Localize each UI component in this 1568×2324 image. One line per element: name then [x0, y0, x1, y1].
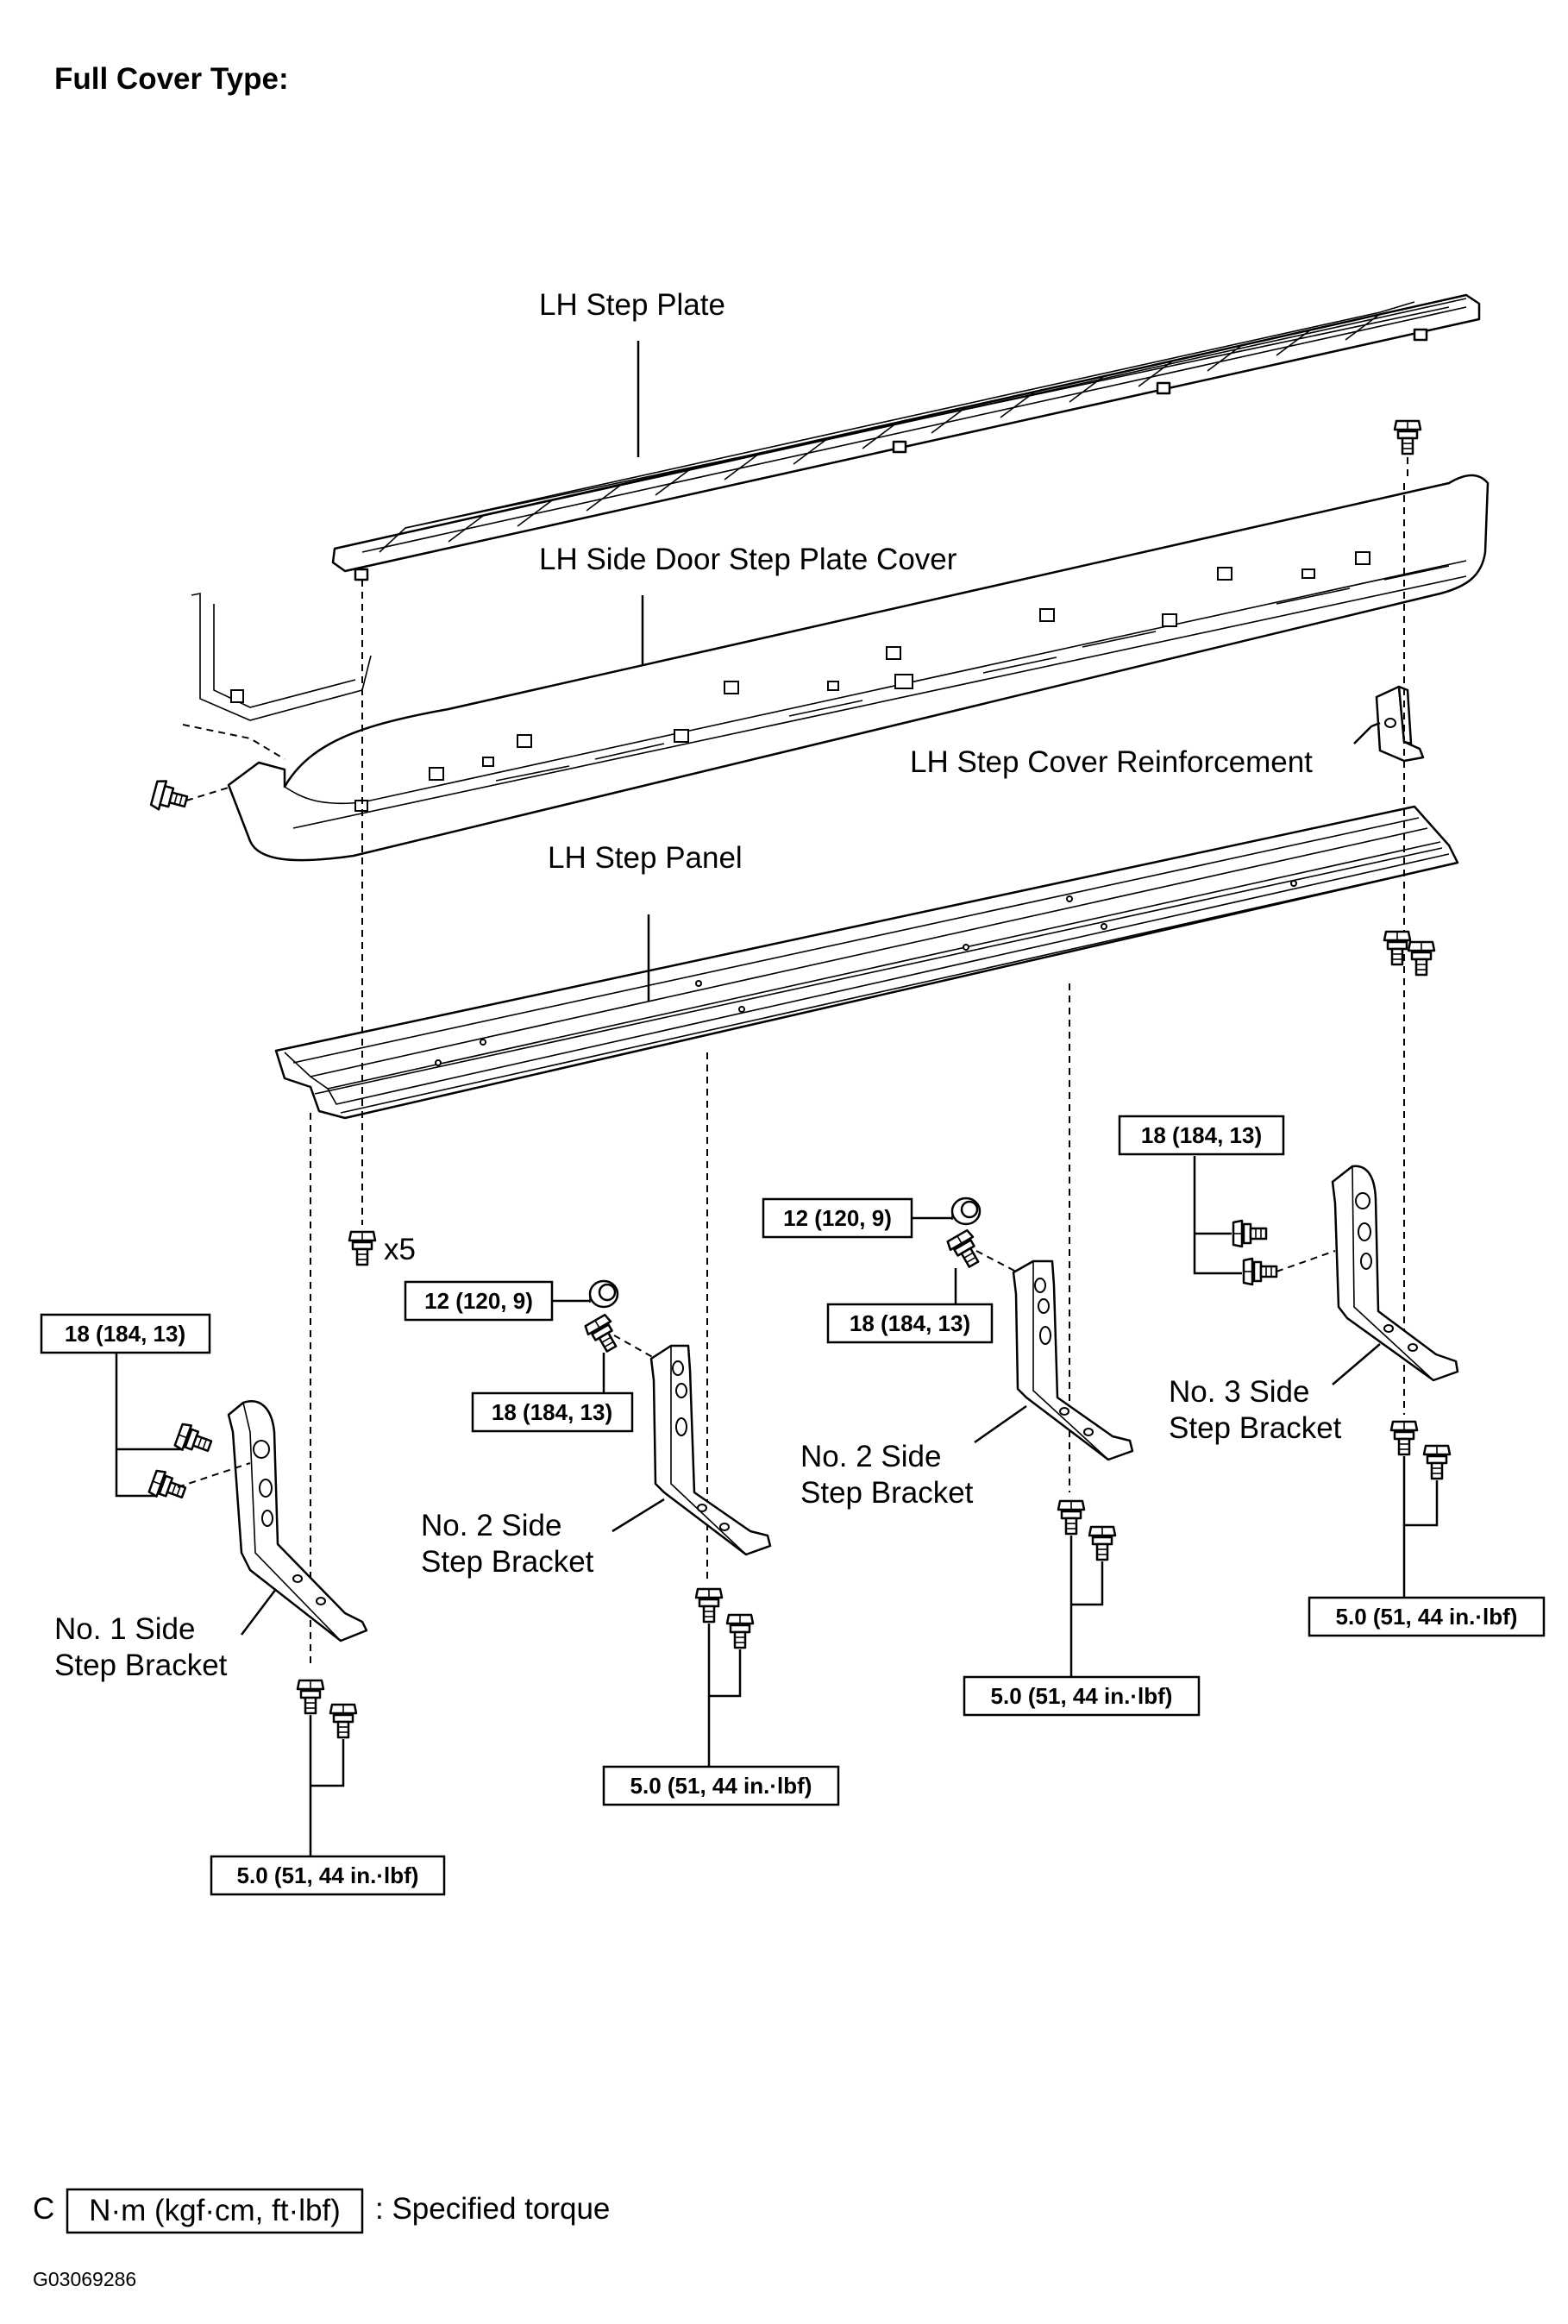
- torque-value: 12 (120, 9): [783, 1205, 892, 1231]
- torque-box: [40, 1313, 211, 1354]
- label-no-3-side-step-bracket-line2: Step Bracket: [1169, 1411, 1342, 1445]
- nut-icon: [588, 1279, 619, 1309]
- label-no-2-side-step-bracket-right-line2: Step Bracket: [800, 1476, 974, 1510]
- no-3-side-step-bracket: [1331, 1165, 1459, 1382]
- torque-box: [602, 1765, 840, 1806]
- legend-prefix: C: [33, 2192, 54, 2226]
- bolt-icon: [1407, 940, 1436, 977]
- page-title: Full Cover Type:: [54, 62, 289, 96]
- bolt-icon: [329, 1703, 358, 1739]
- label-no-1-side-step-bracket-line1: No. 1 Side: [54, 1612, 195, 1646]
- bolt-icon: [725, 1613, 755, 1649]
- bolt-icon: [172, 1421, 216, 1460]
- bolt-icon: [1393, 419, 1422, 455]
- body-pillar-fragment: [182, 593, 372, 760]
- lh-step-panel: [274, 805, 1459, 1120]
- legend-unit-box: [66, 2188, 364, 2234]
- no-2-side-step-bracket-right: [1012, 1259, 1134, 1461]
- legend-description: : Specified torque: [375, 2192, 610, 2226]
- torque-value: 18 (184, 13): [1141, 1122, 1262, 1148]
- bolt-icon: [944, 1228, 987, 1272]
- torque-box: [762, 1197, 913, 1239]
- bolt-icon: [149, 777, 191, 817]
- bolt-icon: [1242, 1257, 1278, 1286]
- lh-side-door-step-plate-cover: [227, 474, 1490, 862]
- no-2-side-step-bracket-left: [649, 1344, 772, 1556]
- bolt-icon: [582, 1312, 624, 1357]
- torque-value: 5.0 (51, 44 in.·lbf): [1336, 1604, 1518, 1630]
- no-1-side-step-bracket: [227, 1400, 368, 1643]
- torque-value: 12 (120, 9): [424, 1288, 533, 1314]
- torque-value: 18 (184, 13): [492, 1399, 612, 1425]
- label-no-2-side-step-bracket-left-line1: No. 2 Side: [421, 1509, 561, 1542]
- torque-value: 18 (184, 13): [850, 1310, 970, 1336]
- bolt-icon: [1422, 1444, 1452, 1480]
- label-no-3-side-step-bracket-line1: No. 3 Side: [1169, 1375, 1309, 1409]
- label-lh-step-panel: LH Step Panel: [548, 841, 743, 875]
- torque-box: [471, 1391, 634, 1433]
- bolt-icon: [147, 1467, 190, 1506]
- legend-unit-text: N·m (kgf·cm, ft·lbf): [89, 2194, 341, 2227]
- torque-box: [1118, 1115, 1285, 1156]
- bolt-icon: [1057, 1499, 1086, 1536]
- bolt-icon: [1232, 1219, 1268, 1248]
- torque-value: 5.0 (51, 44 in.·lbf): [630, 1773, 812, 1799]
- label-no-1-side-step-bracket-line2: Step Bracket: [54, 1649, 228, 1682]
- torque-box: [404, 1280, 554, 1322]
- bolt-icon: [694, 1587, 724, 1624]
- nut-icon: [950, 1197, 982, 1226]
- torque-value: 5.0 (51, 44 in.·lbf): [237, 1862, 419, 1888]
- torque-legend: C N·m (kgf·cm, ft·lbf) : Specified torqu…: [33, 2188, 610, 2234]
- torque-box: [826, 1303, 994, 1344]
- torque-box: [210, 1855, 446, 1896]
- torque-box: [1308, 1596, 1546, 1637]
- bolt-icon: [348, 1230, 377, 1266]
- torque-value: 5.0 (51, 44 in.·lbf): [991, 1683, 1173, 1709]
- label-no-2-side-step-bracket-left-line2: Step Bracket: [421, 1545, 594, 1579]
- bolt-icon: [1088, 1525, 1117, 1561]
- bolt-icon: [296, 1679, 325, 1715]
- torque-value: 18 (184, 13): [65, 1321, 185, 1347]
- bolt-icon: [1383, 930, 1412, 966]
- torque-box: [963, 1675, 1201, 1717]
- bolt-count-label: x5: [384, 1233, 416, 1266]
- figure-id: G03069286: [33, 2268, 136, 2290]
- bolt-icon: [1389, 1420, 1419, 1456]
- label-lh-step-plate: LH Step Plate: [539, 288, 725, 322]
- label-lh-step-cover-reinforcement: LH Step Cover Reinforcement: [910, 745, 1313, 779]
- label-no-2-side-step-bracket-right-line1: No. 2 Side: [800, 1440, 941, 1473]
- label-lh-side-door-step-plate-cover: LH Side Door Step Plate Cover: [539, 543, 957, 576]
- lh-step-cover-reinforcement: [1375, 685, 1425, 763]
